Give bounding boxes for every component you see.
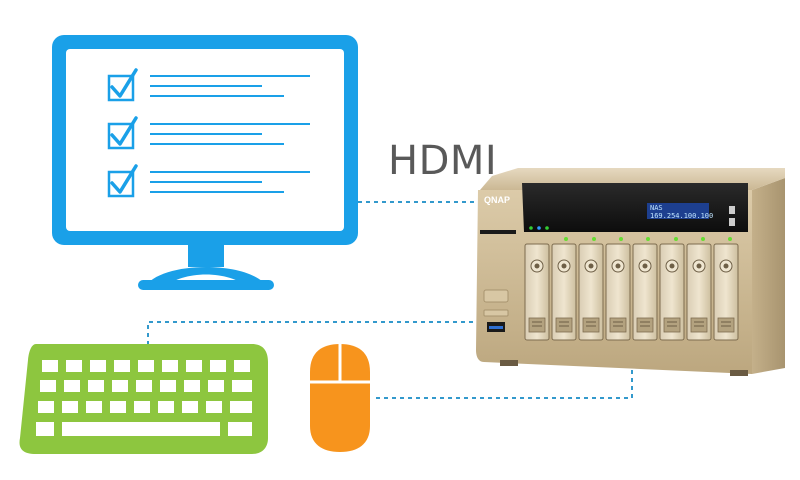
drive-leds [564, 237, 732, 241]
nas-side [752, 178, 785, 374]
checklist-item [107, 116, 310, 150]
power-button [483, 289, 509, 303]
checklist-item [107, 68, 310, 102]
monitor-screen [66, 49, 344, 231]
status-led [529, 226, 533, 230]
nas-device: QNAP NAS 169.254.100.100 [476, 168, 785, 376]
checkmark-icon [110, 68, 138, 98]
checkbox-icon [107, 170, 135, 198]
mouse-body [310, 344, 370, 452]
monitor-stand [144, 267, 268, 288]
drive-tray [686, 243, 712, 341]
keyboard-cable [147, 321, 484, 345]
checkbox-icon [107, 122, 135, 150]
drive-tray [713, 243, 739, 341]
spacebar [62, 422, 220, 436]
copy-button [483, 309, 509, 317]
checkbox-icon [107, 74, 135, 102]
keyboard-icon [19, 344, 269, 454]
lcd-button [729, 206, 735, 214]
lcd-button [729, 218, 735, 226]
checklist [107, 68, 310, 198]
keyboard-keys [36, 360, 252, 436]
checkmark-icon [110, 164, 138, 194]
status-led [545, 226, 549, 230]
nas-lcd [647, 203, 709, 219]
drive-tray [551, 243, 577, 341]
mouse-icon [310, 344, 370, 452]
checklist-item [107, 164, 310, 198]
drive-tray [524, 243, 550, 341]
checkmark-icon [110, 116, 138, 146]
drive-bays [524, 243, 739, 341]
drive-tray [578, 243, 604, 341]
hdmi-label: HDMI [388, 138, 498, 184]
monitor-icon [52, 35, 358, 290]
nas-display-panel [522, 183, 748, 232]
drive-tray [659, 243, 685, 341]
drive-tray [632, 243, 658, 341]
lcd-line-1: NAS [650, 204, 663, 212]
lcd-line-2: 169.254.100.100 [650, 212, 713, 220]
status-led [537, 226, 541, 230]
nas-brand: QNAP [484, 195, 510, 205]
drive-tray [605, 243, 631, 341]
